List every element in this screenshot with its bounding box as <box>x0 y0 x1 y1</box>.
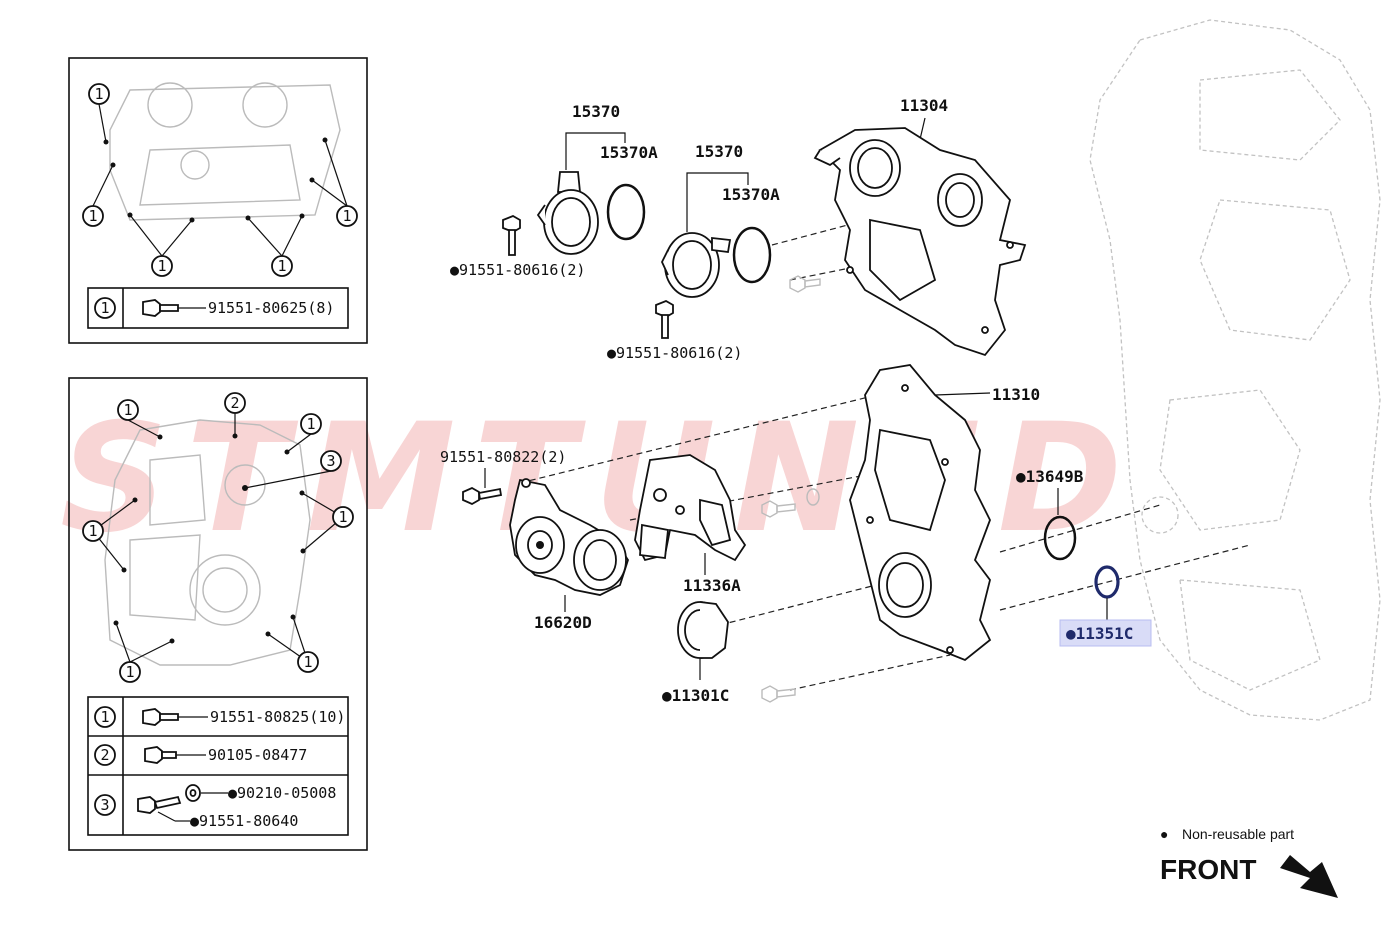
bolt-icon <box>142 299 179 317</box>
callout-1: 1 <box>88 83 110 105</box>
inset-top-callouts: 1 1 1 1 1 <box>82 83 358 277</box>
legend-text: Non-reusable part <box>1182 826 1294 842</box>
highlight-box <box>1059 619 1152 647</box>
callout-2: 2 <box>224 392 246 414</box>
table-key: 1 <box>100 708 109 726</box>
bolt-icon <box>462 486 503 506</box>
label-11301c: ●11301C <box>662 686 729 705</box>
label-13649b: ●13649B <box>1016 467 1084 486</box>
label-91551-80616: ●91551-80616(2) <box>450 261 585 279</box>
part-11304: 11304 <box>813 96 1027 357</box>
front-label: FRONT <box>1160 854 1256 885</box>
o-ring <box>732 226 772 284</box>
callout-1: 1 <box>300 413 322 435</box>
svg-text:1: 1 <box>303 653 312 671</box>
timing-chain-cover-seal <box>536 171 599 255</box>
washer-icon <box>185 784 201 802</box>
label-15370a: 15370A <box>722 185 780 204</box>
o-ring <box>606 183 646 241</box>
engine-block-ghost <box>1089 19 1381 721</box>
svg-text:1: 1 <box>306 415 315 433</box>
bolt-icon <box>655 300 674 339</box>
part-13649b: ●13649B <box>1016 467 1084 561</box>
callout-1: 1 <box>82 205 104 227</box>
legend: ● Non-reusable part <box>1160 826 1294 842</box>
callout-1: 1 <box>271 255 293 277</box>
svg-text:1: 1 <box>125 663 134 681</box>
part-number: 91551-80625(8) <box>208 299 334 317</box>
svg-text:1: 1 <box>94 85 103 103</box>
legend-symbol: ● <box>1160 826 1168 842</box>
label-11310: 11310 <box>992 385 1040 404</box>
inset-top: 1 1 1 1 1 1 91551-80625(8) <box>68 57 368 344</box>
part-number: 91551-80825(10) <box>210 708 345 726</box>
label-11336a: 11336A <box>683 576 741 595</box>
svg-text:1: 1 <box>342 207 351 225</box>
part-number: 90105-08477 <box>208 746 307 764</box>
part-number: ●91551-80640 <box>190 812 298 830</box>
bolt-icon <box>142 708 179 726</box>
svg-text:1: 1 <box>88 522 97 540</box>
callout-1: 1 <box>297 651 319 673</box>
inset-top-cover-ghost <box>109 82 341 221</box>
part-15370-group-a: 15370 15370A ●91551-80616(2) <box>450 102 658 279</box>
callout-3: 3 <box>320 450 342 472</box>
svg-text:1: 1 <box>123 401 132 419</box>
callout-1: 1 <box>336 205 358 227</box>
inset-bottom-table: 1 91551-80825(10) 2 90105-08477 3 <box>87 696 349 836</box>
svg-text:1: 1 <box>277 257 286 275</box>
part-15370-group-b: 15370 15370A ●91551-80616(2) <box>607 142 780 362</box>
bolt-icon <box>144 746 177 764</box>
part-11301c: ●11301C <box>662 601 729 705</box>
label-16620d: 16620D <box>534 613 592 632</box>
label-91551-80616: ●91551-80616(2) <box>607 344 742 362</box>
label-15370: 15370 <box>695 142 743 161</box>
svg-text:1: 1 <box>157 257 166 275</box>
highlighted-o-ring <box>1094 565 1120 599</box>
inset-bottom-callouts: 1 2 1 3 1 1 1 1 <box>82 392 354 683</box>
bolt-icon <box>137 795 182 814</box>
label-15370a: 15370A <box>600 143 658 162</box>
bolt-ghost <box>761 488 820 703</box>
part-11351c: ●11351C <box>1059 565 1152 647</box>
table-key: 2 <box>100 746 109 764</box>
front-arrow-icon <box>1280 855 1338 898</box>
front-indicator: FRONT <box>1160 854 1338 898</box>
part-11310: 11310 <box>849 364 1040 662</box>
inset-top-table: 1 91551-80625(8) <box>87 287 349 329</box>
part-11336a: 11336A <box>634 454 747 595</box>
table-key: 3 <box>100 796 109 814</box>
label-11351c: ●11351C <box>1066 624 1133 643</box>
callout-1: 1 <box>82 520 104 542</box>
svg-text:2: 2 <box>230 394 239 412</box>
part-16620d: 16620D <box>509 478 629 632</box>
bolt-icon <box>502 215 521 256</box>
timing-chain-cover-seal <box>661 232 732 298</box>
label-91551-80822: 91551-80822(2) <box>440 448 566 466</box>
svg-text:3: 3 <box>326 452 335 470</box>
table-key: 1 <box>100 299 109 317</box>
callout-1: 1 <box>332 506 354 528</box>
svg-text:1: 1 <box>88 207 97 225</box>
part-number: ●90210-05008 <box>228 784 336 802</box>
callout-1: 1 <box>151 255 173 277</box>
label-15370: 15370 <box>572 102 620 121</box>
part-91551-80822: 91551-80822(2) <box>440 448 566 506</box>
callout-1: 1 <box>117 399 139 421</box>
callout-1: 1 <box>119 661 141 683</box>
inset-bottom: 1 2 1 3 1 1 1 1 1 91551-80825(10) 2 <box>68 377 368 851</box>
label-11304: 11304 <box>900 96 948 115</box>
bolt-ghost <box>789 275 821 293</box>
svg-text:1: 1 <box>338 508 347 526</box>
